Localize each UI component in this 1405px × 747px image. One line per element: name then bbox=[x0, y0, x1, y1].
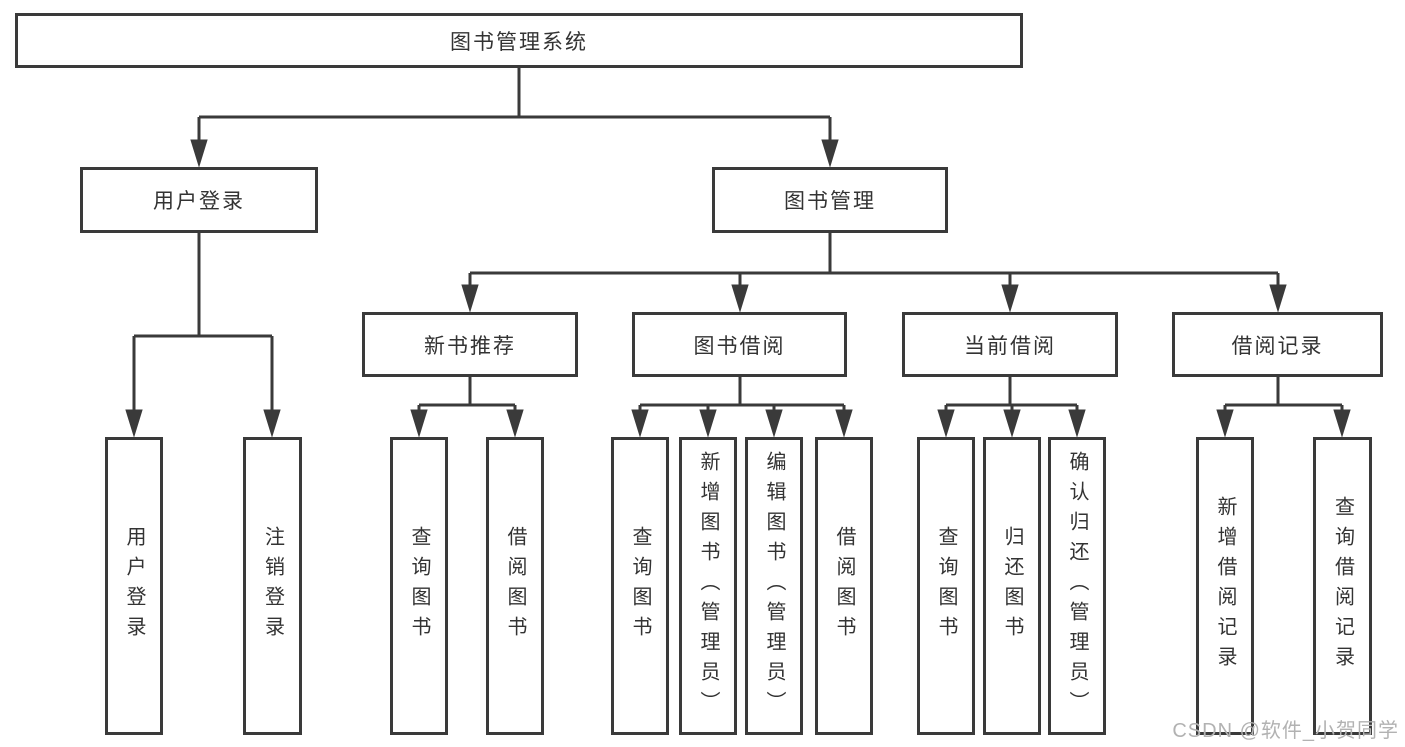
leaf-recommend-borrow-books: 借阅图书 bbox=[486, 437, 544, 735]
leaf-user-login: 用户登录 bbox=[105, 437, 163, 735]
leaf-logout: 注销登录 bbox=[243, 437, 302, 735]
node-new-book-recommend-label: 新书推荐 bbox=[424, 334, 516, 358]
leaf-records-add-record: 新增借阅记录 bbox=[1196, 437, 1254, 735]
node-current-borrow: 当前借阅 bbox=[902, 312, 1118, 377]
node-borrow-records-label: 借阅记录 bbox=[1231, 334, 1324, 358]
leaf-borrow-query-books-label: 查询图书 bbox=[629, 526, 651, 646]
node-borrow-records: 借阅记录 bbox=[1172, 312, 1383, 377]
leaf-borrow-edit-books: 编辑图书（管理员） bbox=[745, 437, 803, 735]
leaf-current-query-books-label: 查询图书 bbox=[935, 526, 957, 646]
node-book-borrow-label: 图书借阅 bbox=[693, 334, 786, 358]
node-book-management-label: 图书管理 bbox=[784, 190, 876, 213]
leaf-logout-label: 注销登录 bbox=[261, 526, 284, 646]
leaf-borrow-edit-books-label: 编辑图书（管理员） bbox=[763, 451, 785, 721]
leaf-current-confirm-return: 确认归还（管理员） bbox=[1048, 437, 1106, 735]
node-current-borrow-label: 当前借阅 bbox=[964, 334, 1056, 358]
node-new-book-recommend: 新书推荐 bbox=[362, 312, 578, 377]
leaf-current-query-books: 查询图书 bbox=[917, 437, 975, 735]
leaf-recommend-query-books-label: 查询图书 bbox=[408, 526, 430, 646]
leaf-borrow-query-books: 查询图书 bbox=[611, 437, 669, 735]
leaf-borrow-add-books-label: 新增图书（管理员） bbox=[697, 451, 719, 721]
leaf-current-return-books-label: 归还图书 bbox=[1001, 526, 1023, 646]
node-user-login-label: 用户登录 bbox=[153, 190, 245, 213]
node-library-system-label: 图书管理系统 bbox=[450, 30, 588, 54]
leaf-current-confirm-return-label: 确认归还（管理员） bbox=[1066, 451, 1088, 721]
leaf-current-return-books: 归还图书 bbox=[983, 437, 1041, 735]
leaf-borrow-add-books: 新增图书（管理员） bbox=[679, 437, 737, 735]
node-book-borrow: 图书借阅 bbox=[632, 312, 847, 377]
leaf-borrow-borrow-books-label: 借阅图书 bbox=[833, 526, 855, 646]
leaf-records-query-record-label: 查询借阅记录 bbox=[1331, 496, 1354, 676]
leaf-user-login-label: 用户登录 bbox=[123, 526, 145, 646]
csdn-watermark: CSDN @软件_小贺同学 bbox=[1172, 720, 1399, 742]
leaf-borrow-borrow-books: 借阅图书 bbox=[815, 437, 873, 735]
node-library-system: 图书管理系统 bbox=[15, 13, 1023, 68]
leaf-recommend-borrow-books-label: 借阅图书 bbox=[504, 526, 526, 646]
leaf-records-query-record: 查询借阅记录 bbox=[1313, 437, 1372, 735]
leaf-recommend-query-books: 查询图书 bbox=[390, 437, 448, 735]
leaf-records-add-record-label: 新增借阅记录 bbox=[1214, 496, 1236, 676]
node-user-login: 用户登录 bbox=[80, 167, 318, 233]
node-book-management: 图书管理 bbox=[712, 167, 948, 233]
